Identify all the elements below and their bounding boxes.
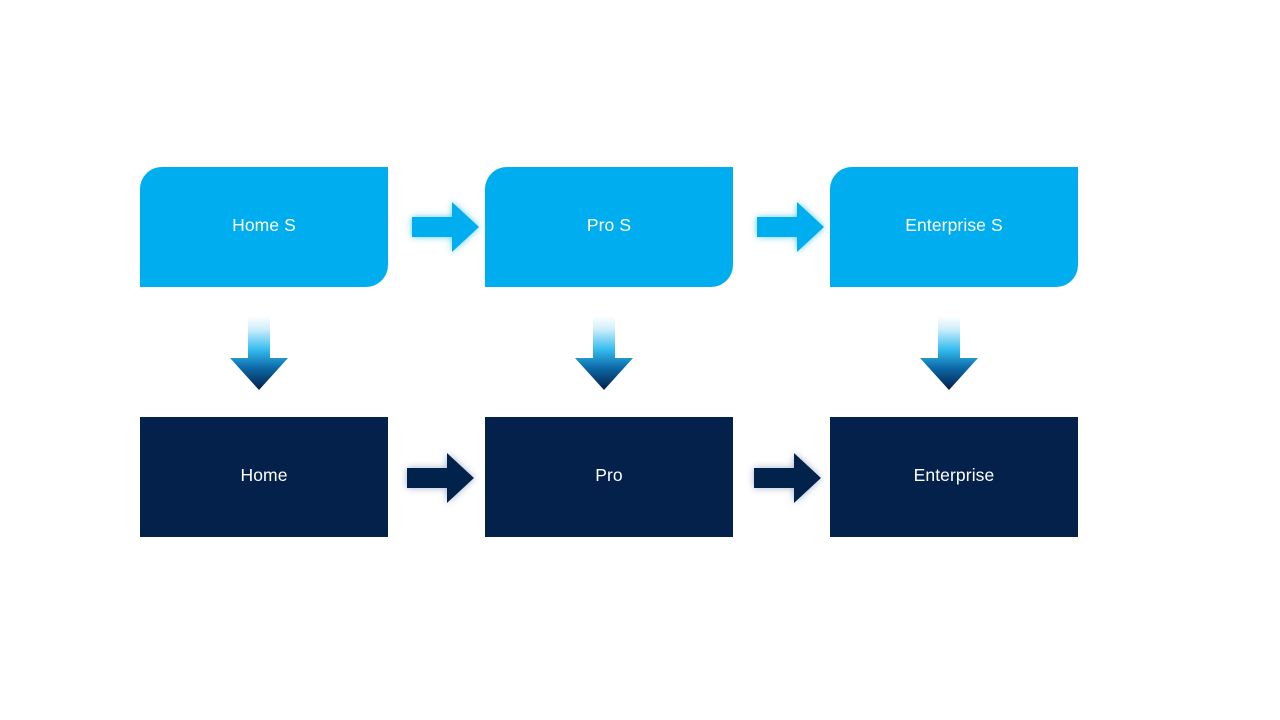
arrow-right-icon-home-s-to-pro-s [405,196,485,258]
node-label: Home [240,464,288,485]
node-label: Enterprise S [905,214,1003,235]
node-home[interactable]: Home [140,417,388,537]
arrow-down-icon-home-s-to-home [222,312,296,394]
arrow-down-icon-pro-s-to-pro [567,312,641,394]
node-label: Home S [232,214,296,235]
node-enterprise[interactable]: Enterprise [830,417,1078,537]
arrow-right-icon-home-to-pro [400,447,480,509]
arrow-down-icon-enterprise-s-to-enterprise [912,312,986,394]
arrow-right-icon-pro-s-to-enterprise-s [750,196,830,258]
arrow-right-icon-pro-to-enterprise [747,447,827,509]
node-label: Pro [595,464,623,485]
node-pro[interactable]: Pro [485,417,733,537]
node-enterprise-s[interactable]: Enterprise S [830,167,1078,287]
node-pro-s[interactable]: Pro S [485,167,733,287]
node-home-s[interactable]: Home S [140,167,388,287]
node-label: Enterprise [913,464,995,485]
node-label: Pro S [586,214,632,235]
